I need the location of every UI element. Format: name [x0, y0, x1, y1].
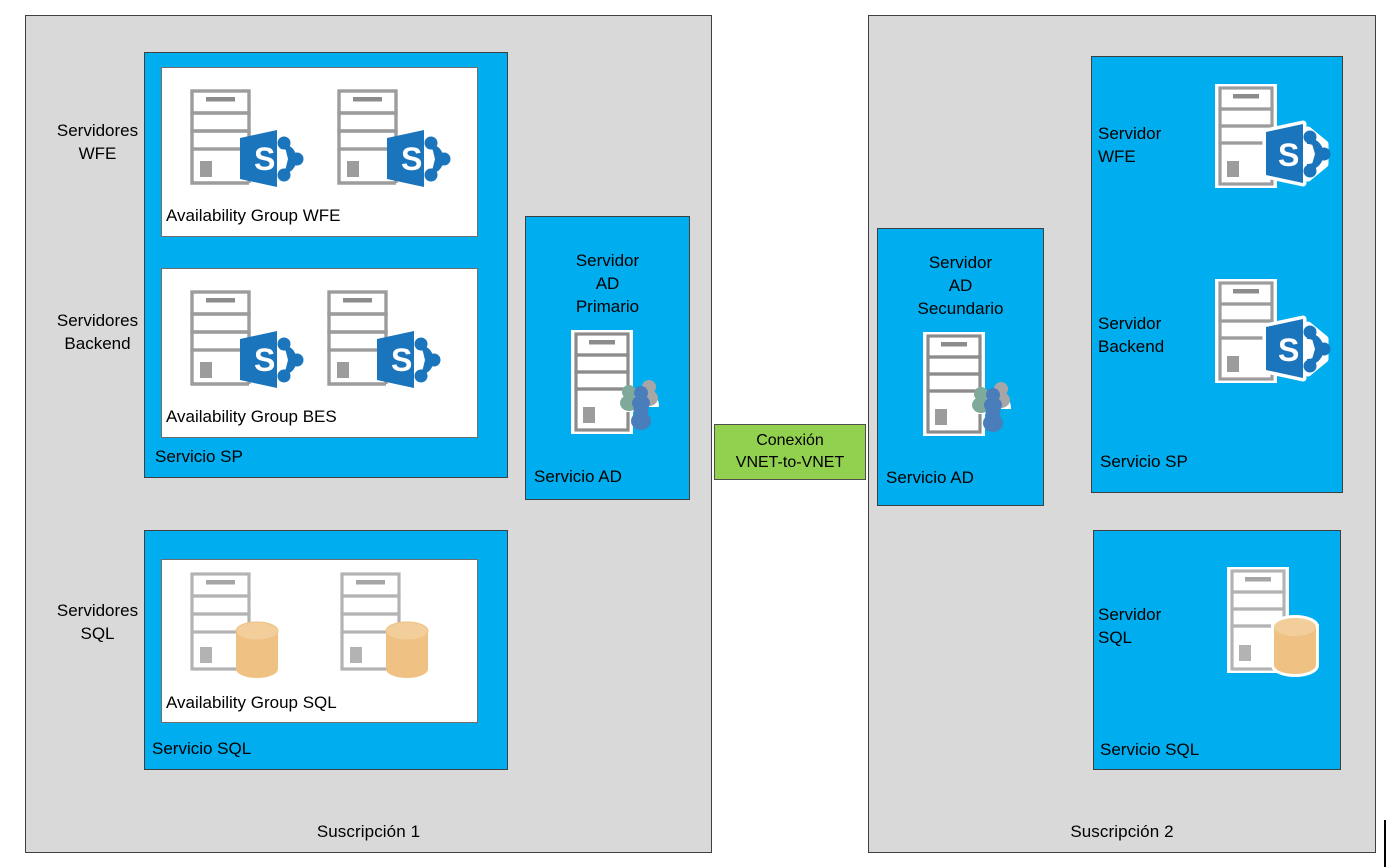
right-servicio-sql-label: Servicio SQL [1100, 740, 1200, 759]
right-servicio-sp-label: Servicio SP [1100, 452, 1188, 471]
canvas-edge-rule [1384, 820, 1386, 867]
svg-text:S: S [1278, 137, 1299, 173]
right-servidor-backend-caption: Servidor Backend [1098, 314, 1165, 356]
availability-group-wfe-box[interactable] [161, 67, 478, 237]
ad-server-icon [923, 332, 1011, 436]
subscription-2-label: Suscripción 2 [1070, 822, 1174, 841]
availability-group-wfe-label: Availability Group WFE [166, 206, 341, 225]
vnet-connection-line2: VNET-to-VNET [735, 454, 845, 471]
sharepoint-server-icon: S [190, 290, 304, 388]
side-caption-servidores-sql: Servidores SQL [40, 600, 155, 646]
sharepoint-server-icon: S [327, 290, 441, 388]
vnet-connection-box[interactable]: Conexión VNET-to-VNET [714, 424, 866, 480]
left-servicio-ad-label: Servicio AD [534, 467, 622, 486]
right-servidor-wfe-caption: Servidor WFE [1098, 124, 1162, 166]
side-caption-wfe-line2: WFE [78, 143, 117, 163]
sql-server-icon [190, 572, 279, 678]
ad-server-icon [571, 330, 659, 434]
side-caption-backend-line1: Servidores [56, 311, 139, 330]
sharepoint-server-icon: S [1215, 279, 1331, 383]
side-caption-wfe-line1: Servidores [56, 121, 139, 140]
sql-server-icon [340, 572, 429, 678]
side-caption-servidores-backend: Servidores Backend [40, 310, 155, 356]
sharepoint-server-icon: S [337, 89, 451, 187]
svg-text:S: S [391, 342, 412, 378]
availability-group-bes-label: Availability Group BES [166, 407, 337, 426]
sql-server-icon [1227, 567, 1319, 677]
vnet-connection-line1: Conexión [756, 431, 824, 449]
right-servidor-sql-caption: Servidor SQL [1098, 605, 1162, 647]
subscription-1-label: Suscripción 1 [316, 822, 421, 841]
svg-text:S: S [401, 141, 422, 177]
left-servicio-sql-label: Servicio SQL [152, 739, 252, 758]
side-caption-backend-line2: Backend [64, 333, 131, 353]
svg-text:S: S [254, 342, 275, 378]
side-caption-sql-line2: SQL [80, 623, 115, 643]
side-caption-sql-line1: Servidores [56, 601, 139, 620]
availability-group-sql-label: Availability Group SQL [166, 693, 337, 712]
sharepoint-server-icon: S [1215, 84, 1331, 188]
right-servicio-ad-label: Servicio AD [886, 468, 974, 487]
side-caption-servidores-wfe: Servidores WFE [40, 120, 155, 166]
servidor-ad-secundario-caption: Servidor AD Secundario [917, 253, 1004, 318]
svg-text:S: S [1278, 332, 1299, 368]
servidor-ad-primario-caption: Servidor AD Primario [575, 251, 640, 316]
left-servicio-sp-label: Servicio SP [155, 447, 243, 466]
svg-text:S: S [254, 141, 275, 177]
sharepoint-server-icon: S [190, 89, 304, 187]
